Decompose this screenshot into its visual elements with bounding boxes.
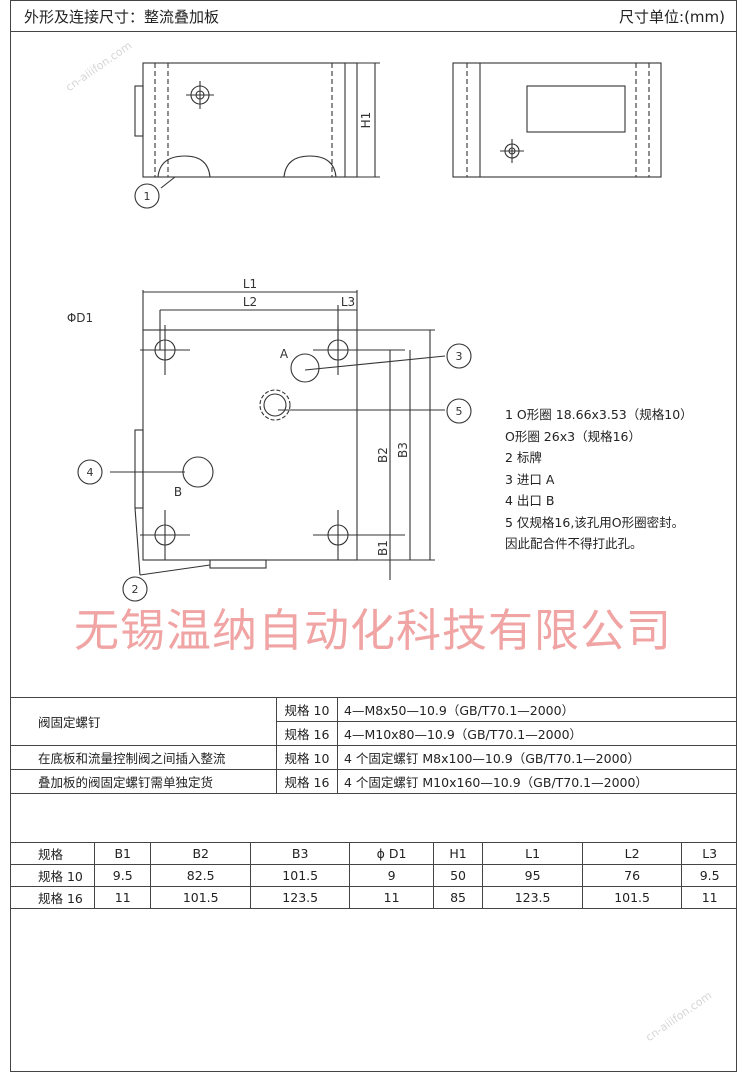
table-row: 规格 16 4—M10x80—10.9（GB/T70.1—2000） — [10, 721, 737, 746]
spec-value: 4—M10x80—10.9（GB/T70.1—2000） — [337, 721, 737, 746]
dim-l2: L2 — [243, 295, 257, 309]
table-cell: 101.5 — [150, 886, 251, 909]
callout-4: 4 — [87, 466, 94, 479]
table-cell: 101.5 — [249, 864, 351, 887]
spec-value: 4—M8x50—10.9（GB/T70.1—2000） — [337, 697, 737, 722]
spec-desc: 叠加板的阀固定螺钉需单独定货 — [10, 769, 277, 794]
column-header: B3 — [249, 842, 351, 865]
table-cell: 规格 16 — [10, 886, 95, 909]
spec-table: 阀固定螺钉 规格 10 4—M8x50—10.9（GB/T70.1—2000） … — [10, 697, 737, 794]
page-title: 外形及连接尺寸：整流叠加板 — [24, 8, 220, 26]
table-cell: 11 — [681, 886, 737, 909]
table-cell: 规格 10 — [10, 864, 95, 887]
column-header: L3 — [681, 842, 737, 865]
table-row: 阀固定螺钉 规格 10 4—M8x50—10.9（GB/T70.1—2000） — [10, 697, 737, 746]
spec-size: 规格 16 — [276, 769, 338, 794]
dim-b1: B1 — [376, 540, 390, 556]
table-row: 规格 16 11 101.5 123.5 11 85 123.5 101.5 1… — [10, 886, 737, 909]
column-header: L2 — [581, 842, 683, 865]
column-header: H1 — [432, 842, 484, 865]
header-bar: 外形及连接尺寸：整流叠加板 尺寸单位:(mm) — [10, 0, 737, 32]
legend-item: 4 出口 B — [505, 493, 555, 508]
table-cell: 9.5 — [681, 864, 737, 887]
dim-b2: B2 — [376, 447, 390, 463]
legend-item: 5 仅规格16,该孔用O形圈密封。 — [505, 514, 685, 530]
front-view-tab — [134, 85, 144, 137]
table-row: 在底板和流量控制阀之间插入整流 规格 10 4 个固定螺钉 M8x100—10.… — [10, 745, 737, 770]
page-frame — [10, 0, 737, 1072]
dim-b3: B3 — [396, 442, 410, 458]
table-cell: 11 — [349, 886, 434, 909]
column-header: B2 — [150, 842, 251, 865]
dim-l1: L1 — [243, 277, 257, 291]
table-cell: 101.5 — [581, 886, 683, 909]
table-cell: 85 — [432, 886, 484, 909]
dim-l3: L3 — [341, 295, 355, 309]
dimension-table: 规格 B1 B2 B3 ϕ D1 H1 L1 L2 L3 规格 10 9.5 8… — [10, 842, 737, 909]
spec-size: 规格 10 — [276, 697, 338, 722]
table-cell: 76 — [581, 864, 683, 887]
table-cell: 9 — [349, 864, 434, 887]
spec-desc: 在底板和流量控制阀之间插入整流 — [10, 745, 277, 770]
table-cell: 123.5 — [482, 886, 583, 909]
callout-3: 3 — [456, 350, 463, 363]
table-header-row: 规格 B1 B2 B3 ϕ D1 H1 L1 L2 L3 — [10, 842, 737, 865]
spec-value: 4 个固定螺钉 M8x100—10.9（GB/T70.1—2000） — [337, 745, 737, 770]
company-watermark: 无锡温纳自动化科技有限公司 — [74, 604, 673, 657]
column-header: 规格 — [10, 842, 95, 865]
table-cell: 123.5 — [249, 886, 351, 909]
spec-desc: 阀固定螺钉 — [10, 697, 277, 746]
spec-size: 规格 10 — [276, 745, 338, 770]
table-row: 叠加板的阀固定螺钉需单独定货 规格 16 4 个固定螺钉 M10x160—10.… — [10, 769, 737, 794]
table-cell: 50 — [432, 864, 484, 887]
callout-2: 2 — [132, 583, 139, 596]
table-cell: 11 — [93, 886, 152, 909]
table-cell: 95 — [482, 864, 583, 887]
table-cell: 82.5 — [150, 864, 251, 887]
spec-size: 规格 16 — [276, 721, 338, 746]
table-row: 规格 10 9.5 82.5 101.5 9 50 95 76 9.5 — [10, 864, 737, 887]
column-header: ϕ D1 — [349, 842, 434, 865]
legend-item: 2 标牌 — [505, 450, 542, 465]
port-a-label: A — [280, 347, 289, 361]
front-view-body — [142, 62, 358, 178]
top-view-body — [142, 329, 358, 561]
dim-d1: ΦD1 — [67, 311, 93, 325]
technical-drawing: 1 2 3 4 5 H1 L1 L2 L3 B1 B2 B3 ΦD1 A B — [67, 62, 662, 602]
legend-item: 因此配合件不得打此孔。 — [505, 536, 643, 551]
callout-1: 1 — [144, 190, 151, 203]
port-b-label: B — [174, 485, 182, 499]
unit-label: 尺寸单位:(mm) — [619, 8, 725, 26]
side-view-body — [452, 62, 662, 178]
legend-item: 1 O形圈 18.66x3.53（规格10） — [505, 407, 693, 422]
legend: 1 O形圈 18.66x3.53（规格10） O形圈 26x3（规格16） 2 … — [505, 404, 693, 555]
table-cell: 9.5 — [93, 864, 152, 887]
callout-5: 5 — [456, 405, 463, 418]
legend-item: 3 进口 A — [505, 471, 555, 487]
dim-h1: H1 — [359, 112, 373, 129]
column-header: L1 — [482, 842, 583, 865]
legend-item: O形圈 26x3（规格16） — [505, 428, 641, 444]
spec-value: 4 个固定螺钉 M10x160—10.9（GB/T70.1—2000） — [337, 769, 737, 794]
column-header: B1 — [93, 842, 152, 865]
